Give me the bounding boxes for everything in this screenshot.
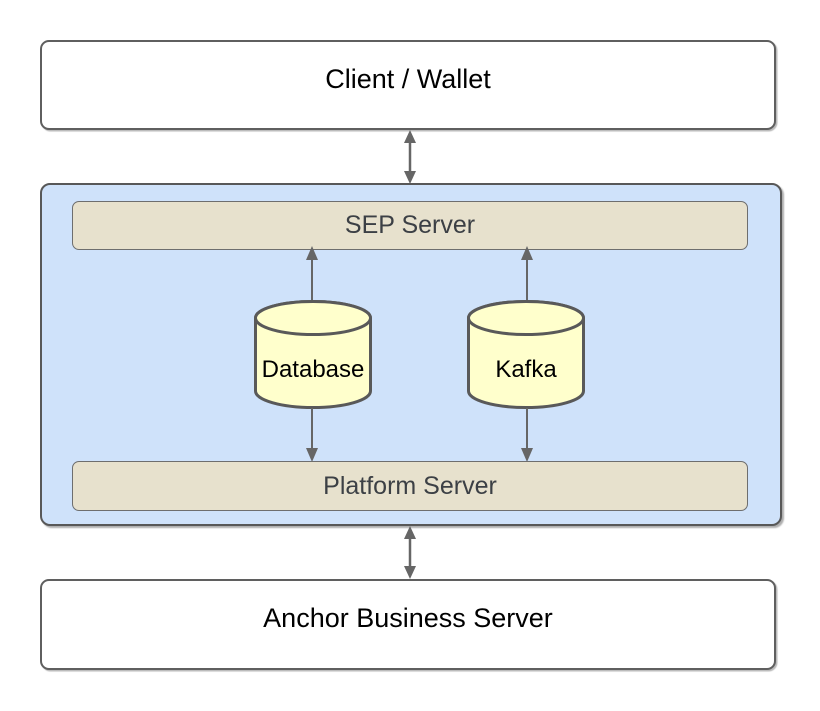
bidirectional-arrow-platform-anchor-icon — [404, 526, 416, 579]
database-label: Database — [261, 356, 365, 383]
platform-server-bar: Platform Server — [72, 461, 748, 511]
arrow-kafka-to-platform-icon — [521, 408, 533, 462]
client-wallet-box: Client / Wallet — [40, 40, 776, 130]
client-wallet-label: Client / Wallet — [325, 63, 491, 94]
kafka-label: Kafka — [495, 356, 557, 383]
kafka-cylinder: Kafka — [466, 299, 586, 410]
anchor-business-server-box: Anchor Business Server — [40, 579, 776, 670]
database-cylinder: Database — [253, 299, 373, 410]
platform-server-label: Platform Server — [323, 471, 497, 500]
sep-server-bar: SEP Server — [72, 201, 748, 250]
arrow-database-to-platform-icon — [306, 408, 318, 462]
arrow-kafka-to-sep-icon — [521, 246, 533, 302]
bidirectional-arrow-client-platform-icon — [404, 130, 416, 184]
arrow-database-to-sep-icon — [306, 246, 318, 302]
database-cylinder-icon — [254, 300, 372, 409]
sep-server-label: SEP Server — [344, 211, 476, 239]
kafka-cylinder-icon — [467, 300, 585, 409]
anchor-business-server-label: Anchor Business Server — [263, 603, 553, 633]
